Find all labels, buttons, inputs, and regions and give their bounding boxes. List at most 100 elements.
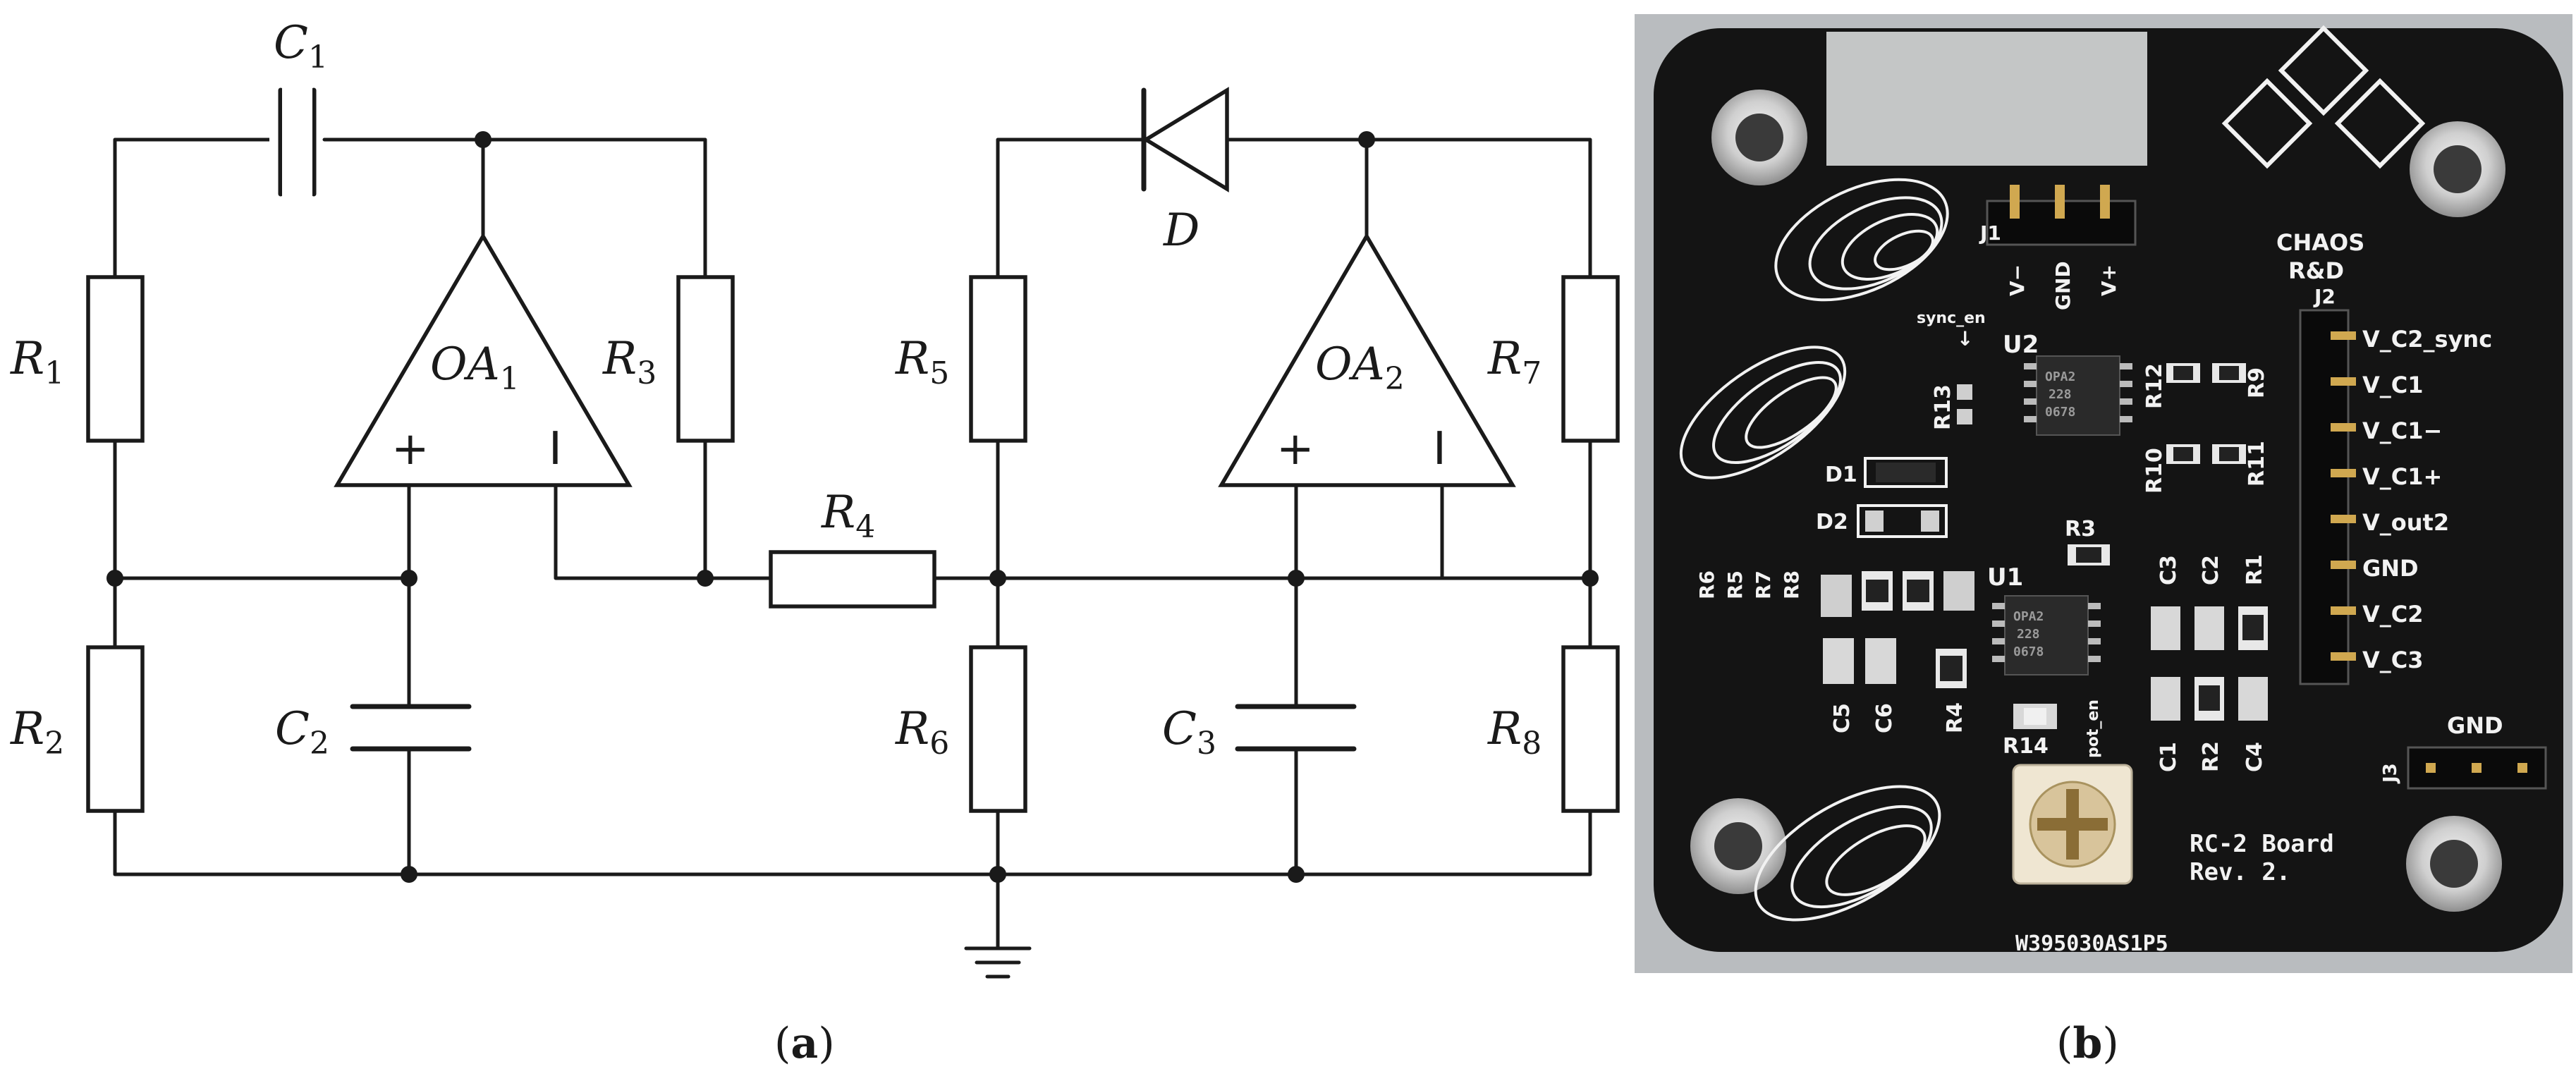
resistor-r1 xyxy=(86,275,145,443)
wires-right xyxy=(996,137,1592,951)
label-r7: R7 xyxy=(1487,333,1542,391)
diode-d xyxy=(1140,87,1233,192)
label-c3: C3 xyxy=(1162,703,1216,762)
pcb-board xyxy=(1654,28,2563,952)
attractor-drawing-bottom xyxy=(1754,785,1941,922)
label-r8: R8 xyxy=(1487,703,1542,762)
resistor-r2 xyxy=(86,645,145,813)
label-d: D xyxy=(1163,204,1200,257)
label-r6: R6 xyxy=(895,703,949,762)
resistor-r3 xyxy=(676,275,735,443)
ref-c3: C3 xyxy=(2156,555,2181,585)
opamp-oa2: + I xyxy=(1218,232,1516,487)
oa1-minus: I xyxy=(549,423,562,475)
j1-pin-1: V− xyxy=(2006,264,2029,296)
header-j1: J1 V− GND V+ xyxy=(1979,185,2137,310)
opamp-oa1: + I xyxy=(334,232,633,487)
resistor-r8 xyxy=(1561,645,1620,813)
board-rev: Rev. 2. xyxy=(2190,858,2290,886)
j3-label: J3 xyxy=(2380,763,2401,784)
oa1-plus: + xyxy=(391,423,429,475)
mounting-holes xyxy=(1690,90,2505,912)
ref-r4: R4 xyxy=(1943,702,1967,733)
ref-c5: C5 xyxy=(1830,703,1855,733)
oa2-plus: + xyxy=(1276,423,1314,475)
u2-label: U2 xyxy=(2003,331,2039,359)
circuit-schematic: C1 + I + I xyxy=(10,17,1620,1068)
label-r2: R2 xyxy=(10,703,64,762)
ref-c6: C6 xyxy=(1872,703,1897,733)
pot-en-label: pot_en xyxy=(2084,699,2102,758)
j3-gnd-label: GND xyxy=(2447,712,2503,739)
caption-a: (a) xyxy=(774,1019,835,1068)
j2-pin-7: V_C2 xyxy=(2362,601,2424,628)
j2-pin-5: V_out2 xyxy=(2362,509,2449,536)
ref-d1: D1 xyxy=(1825,463,1857,487)
u2-chip-text-3: 0678 xyxy=(2045,405,2075,420)
j2-pin-4: V_C1+ xyxy=(2362,463,2442,490)
u1-chip-text-2: 228 xyxy=(2017,627,2040,642)
j2-pin-labels: V_C2_sync V_C1 V_C1− V_C1+ V_out2 GND V_… xyxy=(2362,326,2492,673)
resistor-r6 xyxy=(969,645,1027,813)
attractor-drawing-top xyxy=(1774,178,1949,302)
junction-dots xyxy=(106,131,1599,883)
label-r3: R3 xyxy=(602,333,657,391)
j1-pin-3: V+ xyxy=(2097,264,2120,296)
resistor-r7 xyxy=(1561,275,1620,443)
ref-c4: C4 xyxy=(2242,742,2267,772)
u2-chip-text-2: 228 xyxy=(2049,387,2072,402)
header-j3: J3 GND xyxy=(2380,712,2547,790)
logo-text-1: CHAOS xyxy=(2276,229,2364,256)
ref-c1: C1 xyxy=(2156,742,2181,772)
ref-d2: D2 xyxy=(1816,510,1848,534)
top-metal-pad xyxy=(1826,32,2147,166)
j2-pin-3: V_C1− xyxy=(2362,417,2442,444)
label-r1: R1 xyxy=(10,333,64,391)
ref-r3: R3 xyxy=(2065,517,2096,542)
u1-label: U1 xyxy=(1987,563,2023,592)
j2-pin-6: GND xyxy=(2362,555,2419,582)
label-r5: R5 xyxy=(895,333,949,391)
u1-chip-text-1: OPA2 xyxy=(2013,609,2044,624)
ref-r10: R10 xyxy=(2142,448,2167,494)
potentiometer xyxy=(2012,764,2133,885)
j1-label: J1 xyxy=(1979,221,2001,245)
ref-r11: R11 xyxy=(2245,441,2269,487)
header-j2: J2 xyxy=(2299,285,2356,685)
oa2-minus: I xyxy=(1433,423,1446,475)
attractor-drawing-left xyxy=(1679,346,1847,479)
ref-r13: R13 xyxy=(1931,384,1955,430)
j2-pin-2: V_C1 xyxy=(2362,372,2424,398)
caption-b: (b) xyxy=(2056,1019,2119,1068)
pcb-photo: CHAOS R&D J1 V− GND V+ J xyxy=(1635,14,2572,1068)
ref-r7: R7 xyxy=(1752,570,1775,599)
capacitor-c3 xyxy=(1235,704,1357,752)
ic-u1: OPA2 228 0678 U1 xyxy=(1987,563,2101,676)
ref-c2: C2 xyxy=(2199,555,2223,585)
label-c2: C2 xyxy=(275,703,329,762)
label-r4: R4 xyxy=(821,487,875,545)
capacitor-c1: C1 xyxy=(269,17,328,197)
board-name: RC-2 Board xyxy=(2190,830,2334,858)
j2-pin-1: V_C2_sync xyxy=(2362,326,2492,353)
resistor-r5 xyxy=(969,275,1027,443)
ref-r1: R1 xyxy=(2242,554,2267,585)
ref-r9: R9 xyxy=(2245,367,2269,398)
j2-label: J2 xyxy=(2313,285,2336,308)
ground-symbol xyxy=(964,946,1032,979)
ref-r8: R8 xyxy=(1780,570,1803,599)
ref-r6: R6 xyxy=(1695,570,1719,599)
j1-pin-2: GND xyxy=(2051,261,2075,310)
sync-en-label: sync_en xyxy=(1917,310,1986,327)
ref-r2: R2 xyxy=(2199,741,2223,772)
j2-pin-8: V_C3 xyxy=(2362,647,2424,673)
board-serial: W395030AS1P5 xyxy=(2015,931,2168,956)
ref-r14: R14 xyxy=(2003,734,2049,759)
ref-r5: R5 xyxy=(1723,570,1747,599)
reference-designators: R13 R12 R9 R10 R11 D1 D2 R3 R6 R5 R7 R8 … xyxy=(1695,310,2269,772)
u1-chip-text-3: 0678 xyxy=(2013,644,2044,659)
u2-chip-text-1: OPA2 xyxy=(2045,369,2075,384)
ic-u2: OPA2 228 0678 U2 xyxy=(2003,331,2132,436)
ref-r12: R12 xyxy=(2142,363,2167,409)
